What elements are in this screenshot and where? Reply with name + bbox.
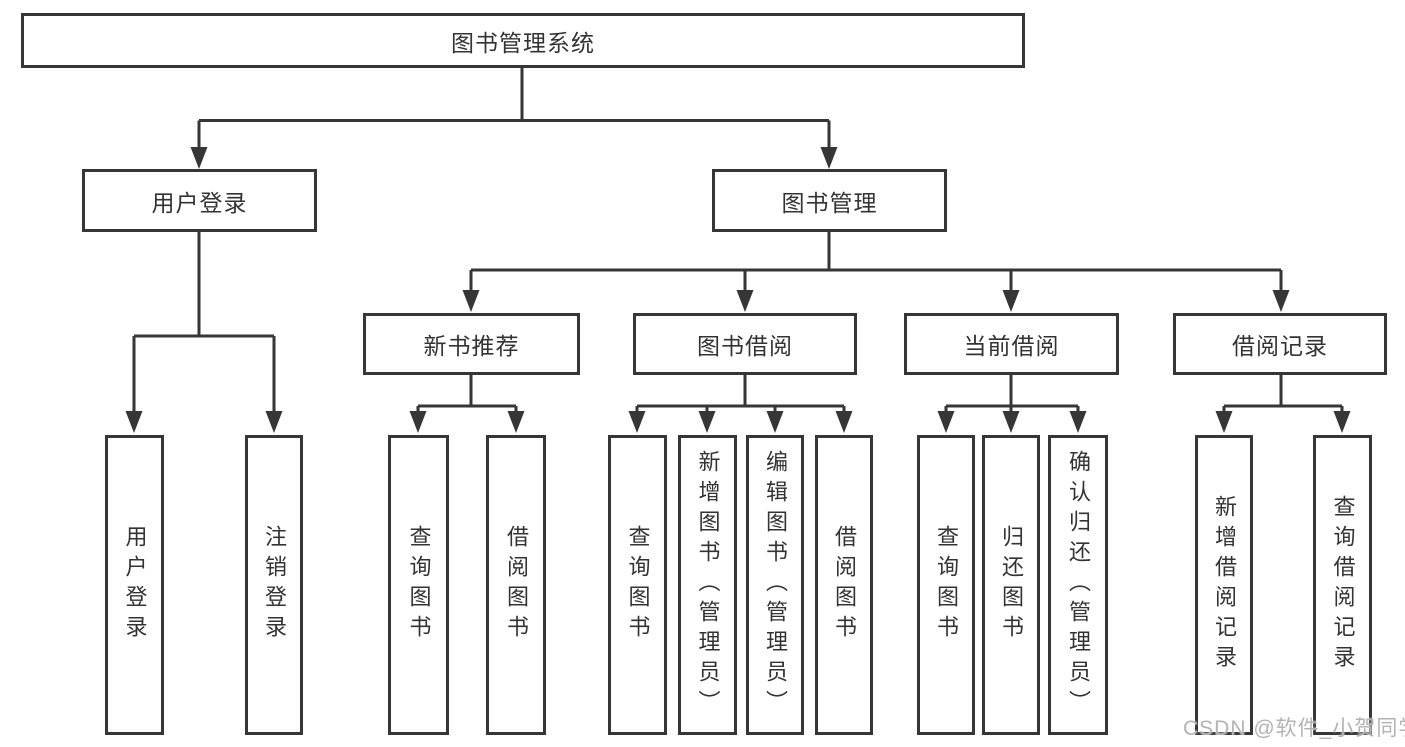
arrowhead-icon (1333, 411, 1351, 433)
arrowhead-icon (507, 411, 525, 433)
arrowhead-icon (766, 411, 784, 433)
arrowhead-icon (265, 411, 283, 433)
csdn-watermark: CSDN @软件_小贺同学 (1183, 717, 1405, 740)
leaf-borrow-query-label: 查询图书 (625, 525, 651, 645)
arrowhead-icon (820, 147, 838, 169)
arrowhead-icon (409, 411, 427, 433)
leaf-newbook-borrow: 借阅图书 (486, 435, 546, 735)
arrowhead-icon (190, 147, 208, 169)
leaf-current-query-label: 查询图书 (934, 525, 959, 645)
arrowhead-icon (937, 411, 955, 433)
arrowhead-icon (835, 411, 853, 433)
leaf-borrow-edit-admin-label: 编辑图书（管理员） (763, 450, 788, 720)
node-borrow-record: 借阅记录 (1173, 313, 1387, 375)
node-user-login-label: 用户登录 (151, 189, 248, 216)
node-root: 图书管理系统 (21, 13, 1025, 68)
leaf-newbook-query-label: 查询图书 (406, 525, 432, 645)
arrowhead-icon (698, 411, 716, 433)
arrowhead-icon (1069, 411, 1087, 433)
arrowhead-icon (628, 411, 646, 433)
leaf-newbook-borrow-label: 借阅图书 (504, 525, 529, 645)
leaf-logout-label: 注销登录 (262, 525, 287, 645)
node-current-borrow-label: 当前借阅 (963, 333, 1060, 359)
node-book-management: 图书管理 (712, 169, 947, 232)
leaf-newbook-query: 查询图书 (388, 435, 449, 735)
leaf-borrow-add-admin-label: 新增图书（管理员） (695, 450, 721, 720)
node-borrow-record-label: 借阅记录 (1232, 333, 1328, 359)
arrowhead-icon (1215, 411, 1233, 433)
arrowhead-icon (736, 290, 754, 312)
node-user-login: 用户登录 (82, 169, 317, 232)
arrowhead-icon (1272, 290, 1290, 312)
node-current-borrow: 当前借阅 (904, 313, 1119, 375)
arrowhead-icon (1002, 290, 1020, 312)
leaf-borrow-add-admin: 新增图书（管理员） (678, 435, 737, 735)
leaf-confirm-return-admin-label: 确认归还（管理员） (1066, 450, 1091, 720)
leaf-record-add-label: 新增借阅记录 (1212, 495, 1237, 675)
leaf-record-add: 新增借阅记录 (1195, 435, 1253, 735)
node-new-book-recommend-label: 新书推荐 (423, 333, 520, 359)
leaf-logout: 注销登录 (245, 435, 303, 735)
leaf-borrow-book: 借阅图书 (815, 435, 873, 735)
leaf-user-login: 用户登录 (105, 435, 164, 735)
leaf-return-book: 归还图书 (982, 435, 1040, 735)
node-book-borrow: 图书借阅 (633, 313, 857, 375)
arrowhead-icon (125, 411, 143, 433)
node-new-book-recommend: 新书推荐 (363, 313, 580, 375)
leaf-borrow-book-label: 借阅图书 (832, 525, 857, 645)
node-book-management-label: 图书管理 (781, 189, 878, 216)
arrowhead-icon (1002, 411, 1020, 433)
arrowhead-icon (462, 290, 480, 312)
leaf-confirm-return-admin: 确认归还（管理员） (1048, 435, 1108, 735)
node-book-borrow-label: 图书借阅 (697, 333, 793, 359)
leaf-user-login-label: 用户登录 (122, 525, 148, 645)
leaf-current-query: 查询图书 (917, 435, 975, 735)
leaf-borrow-edit-admin: 编辑图书（管理员） (746, 435, 804, 735)
leaf-record-query-label: 查询借阅记录 (1330, 495, 1356, 675)
leaf-return-book-label: 归还图书 (999, 525, 1024, 645)
leaf-record-query: 查询借阅记录 (1313, 435, 1372, 735)
leaf-borrow-query: 查询图书 (608, 435, 667, 735)
node-root-label: 图书管理系统 (451, 29, 595, 56)
